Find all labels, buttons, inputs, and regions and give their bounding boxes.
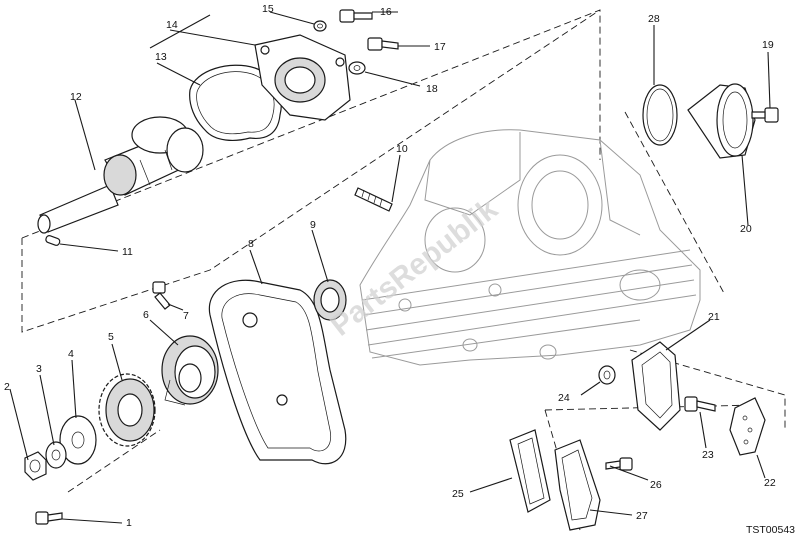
callout-label-27: 27 xyxy=(636,510,648,522)
watermark-text: PartsRepublik xyxy=(325,192,505,342)
washer-part-3 xyxy=(45,441,67,469)
gasket-part-13 xyxy=(189,64,282,141)
gasket-part-25 xyxy=(509,429,551,513)
callout-label-15: 15 xyxy=(262,3,274,15)
cap-part-20 xyxy=(687,83,756,159)
callout-label-23: 23 xyxy=(702,449,714,461)
callout-label-19: 19 xyxy=(762,39,774,51)
leader-lines xyxy=(9,11,771,524)
callout-label-16: 16 xyxy=(380,6,392,18)
callout-label-26: 26 xyxy=(650,479,662,491)
callout-label-9: 9 xyxy=(310,219,316,231)
callout-label-18: 18 xyxy=(426,83,438,95)
stud-part-10 xyxy=(354,187,393,212)
screw-part-23 xyxy=(684,396,716,412)
cover-part-21 xyxy=(631,341,681,431)
screw-part-17 xyxy=(367,37,399,51)
cylinder-head xyxy=(359,129,701,366)
callout-label-28: 28 xyxy=(648,13,660,25)
callout-label-12: 12 xyxy=(70,91,82,103)
gasket-part-22 xyxy=(729,397,766,456)
callout-label-11: 11 xyxy=(122,246,133,258)
callout-label-22: 22 xyxy=(764,477,776,489)
callout-label-13: 13 xyxy=(155,51,167,63)
callout-label-17: 17 xyxy=(434,41,446,53)
callout-label-14: 14 xyxy=(166,19,178,31)
nut-part-2 xyxy=(24,451,47,481)
screw-part-7 xyxy=(152,281,171,310)
sprocket-part-5 xyxy=(98,373,156,447)
screw-part-19 xyxy=(751,107,779,123)
belt-part-8 xyxy=(208,279,347,465)
camshaft-part-12 xyxy=(37,116,204,234)
washer-part-24 xyxy=(598,365,616,385)
washer-part-18 xyxy=(348,61,366,75)
washer-part-4 xyxy=(59,415,97,465)
o-ring-part-28 xyxy=(642,84,678,146)
callout-label-10: 10 xyxy=(396,143,408,155)
pulley-part-6 xyxy=(161,335,219,406)
dowel-pin-part-11 xyxy=(45,235,61,246)
cover-part-27 xyxy=(554,439,601,531)
diagram-code: TST00543 xyxy=(746,524,795,536)
screw-part-26 xyxy=(605,457,633,471)
callout-label-5: 5 xyxy=(108,331,114,343)
callout-label-2: 2 xyxy=(4,381,10,393)
callout-label-24: 24 xyxy=(558,392,570,404)
callout-label-25: 25 xyxy=(452,488,464,500)
callout-label-8: 8 xyxy=(248,238,254,250)
callout-label-3: 3 xyxy=(36,363,42,375)
washer-part-15 xyxy=(313,20,327,32)
seal-part-9 xyxy=(313,279,347,321)
callout-label-6: 6 xyxy=(143,309,149,321)
screw-part-16 xyxy=(339,9,373,23)
callout-label-7: 7 xyxy=(183,310,189,322)
callout-label-1: 1 xyxy=(126,517,132,529)
cover-part-14 xyxy=(254,34,351,121)
callout-label-21: 21 xyxy=(708,311,720,323)
screw-part-1 xyxy=(35,511,63,525)
callout-label-4: 4 xyxy=(68,348,74,360)
callout-label-20: 20 xyxy=(740,223,752,235)
